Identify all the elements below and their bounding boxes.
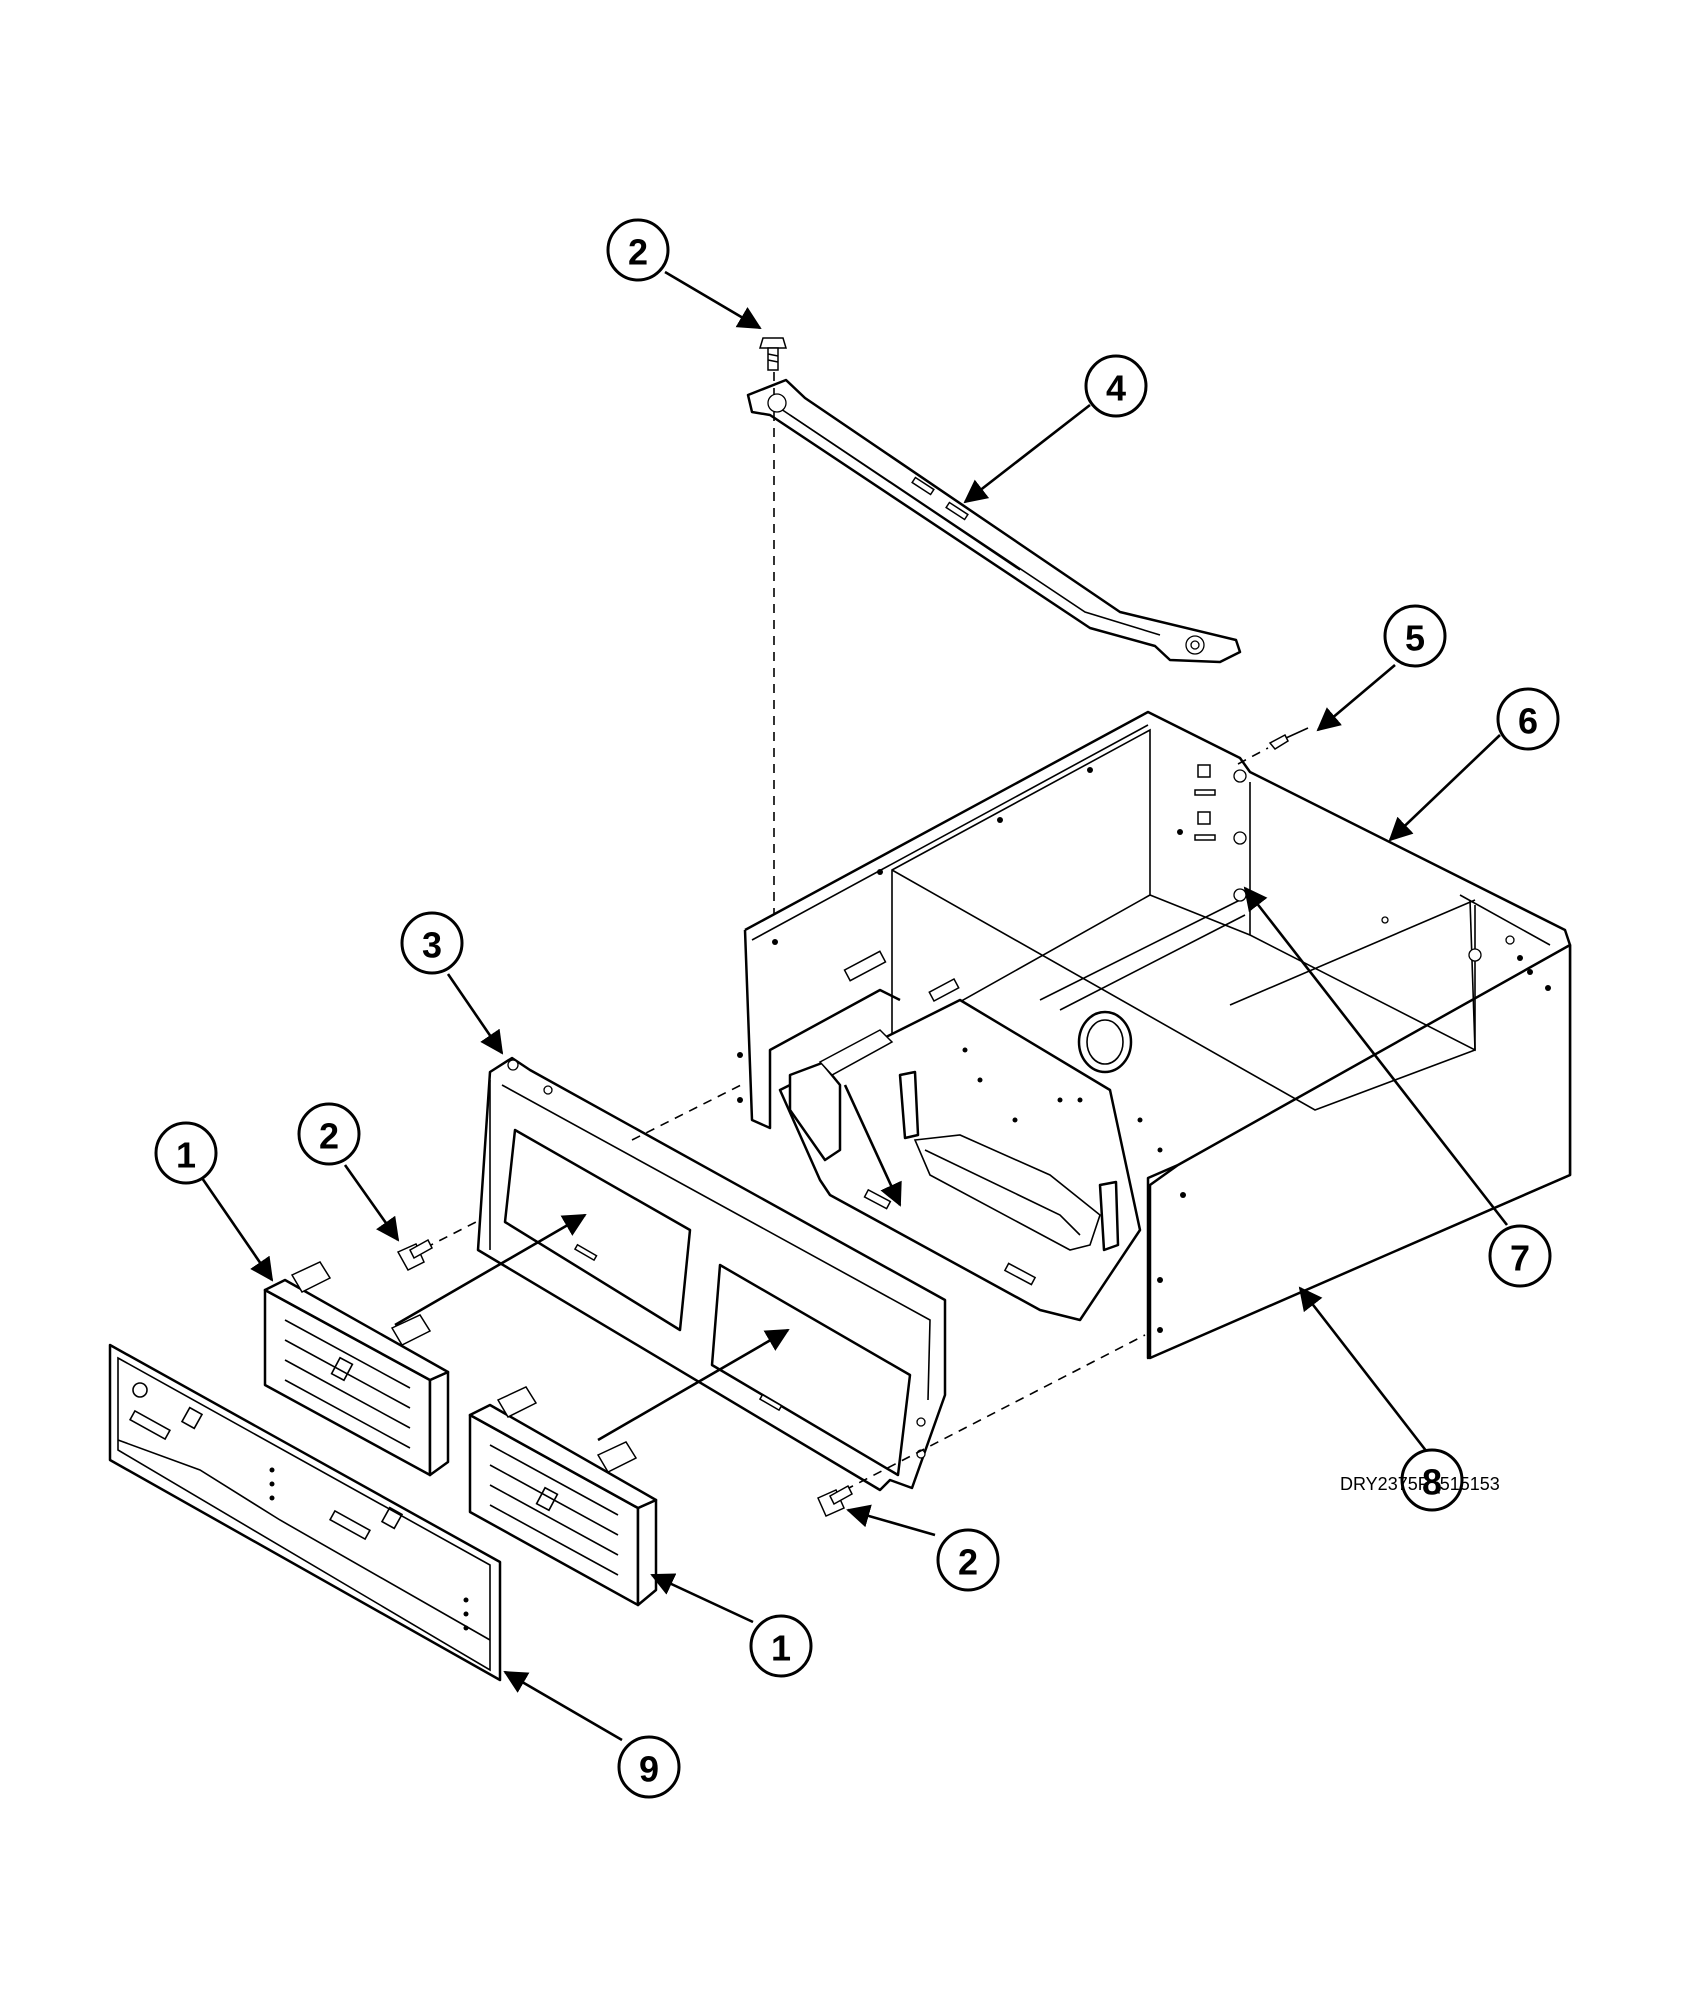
- svg-text:2: 2: [958, 1542, 978, 1583]
- svg-text:5: 5: [1405, 618, 1425, 659]
- frame-centerline-left: [424, 1219, 481, 1249]
- callout-leader-4: [963, 403, 1091, 504]
- console-frame-part: [476, 1056, 947, 1492]
- control-board-upper-part: [263, 1261, 450, 1477]
- callout-3: 3: [400, 911, 464, 975]
- small-screw-centerline: [1237, 747, 1269, 765]
- duct-arrow: [843, 1084, 902, 1207]
- callout-4: 4: [1084, 354, 1148, 418]
- callout-5: 5: [1383, 604, 1447, 668]
- svg-text:9: 9: [639, 1749, 659, 1790]
- callout-8: 8: [1400, 1448, 1464, 1512]
- board-lower-arrow: [597, 1328, 790, 1442]
- callout-2-right: 2: [936, 1528, 1000, 1592]
- callout-2-top: 2: [606, 218, 670, 282]
- callout-2-left: 2: [297, 1102, 361, 1166]
- callout-leader-1-left: [200, 1177, 274, 1282]
- svg-text:1: 1: [176, 1135, 196, 1176]
- top-screw-part: [758, 337, 788, 371]
- svg-text:8: 8: [1422, 1462, 1442, 1503]
- callout-leader-8: [1298, 1286, 1429, 1453]
- callout-leader-1-right: [650, 1573, 754, 1624]
- callout-leader-5: [1316, 664, 1396, 732]
- svg-text:1: 1: [771, 1628, 791, 1669]
- small-screw-part: [1268, 727, 1309, 750]
- callout-9: 9: [617, 1735, 681, 1799]
- callout-1-right: 1: [749, 1614, 813, 1678]
- svg-text:2: 2: [628, 232, 648, 273]
- frame-centerline-upper: [631, 1082, 746, 1141]
- lower-screw-part: [817, 1484, 853, 1517]
- left-screw-part: [396, 1238, 433, 1271]
- callout-leader-9: [503, 1670, 623, 1742]
- callout-7: 7: [1488, 1224, 1552, 1288]
- callout-leader-6: [1388, 734, 1501, 842]
- drawing-id-label: DRY2375P_515153: [1340, 1474, 1500, 1494]
- callout-1-left: 1: [154, 1121, 218, 1185]
- svg-text:3: 3: [422, 925, 442, 966]
- control-board-lower-part: [468, 1386, 658, 1607]
- callout-leader-2-top: [664, 270, 762, 330]
- callout-leader-7: [1243, 886, 1509, 1226]
- board-upper-arrow: [394, 1213, 587, 1327]
- control-panel-overlay-part: [108, 1343, 502, 1682]
- svg-text:4: 4: [1106, 368, 1126, 409]
- frame-centerline-lower: [844, 1334, 1146, 1491]
- callout-leader-2-right: [846, 1504, 936, 1537]
- top-bracket-part: [746, 378, 1242, 664]
- svg-text:6: 6: [1518, 701, 1538, 742]
- callout-leader-3: [446, 973, 504, 1055]
- callout-6: 6: [1496, 687, 1560, 751]
- svg-text:7: 7: [1510, 1238, 1530, 1279]
- svg-text:2: 2: [319, 1116, 339, 1157]
- callout-leader-2-left: [343, 1164, 400, 1242]
- cabinet-base-part: [737, 710, 1572, 1360]
